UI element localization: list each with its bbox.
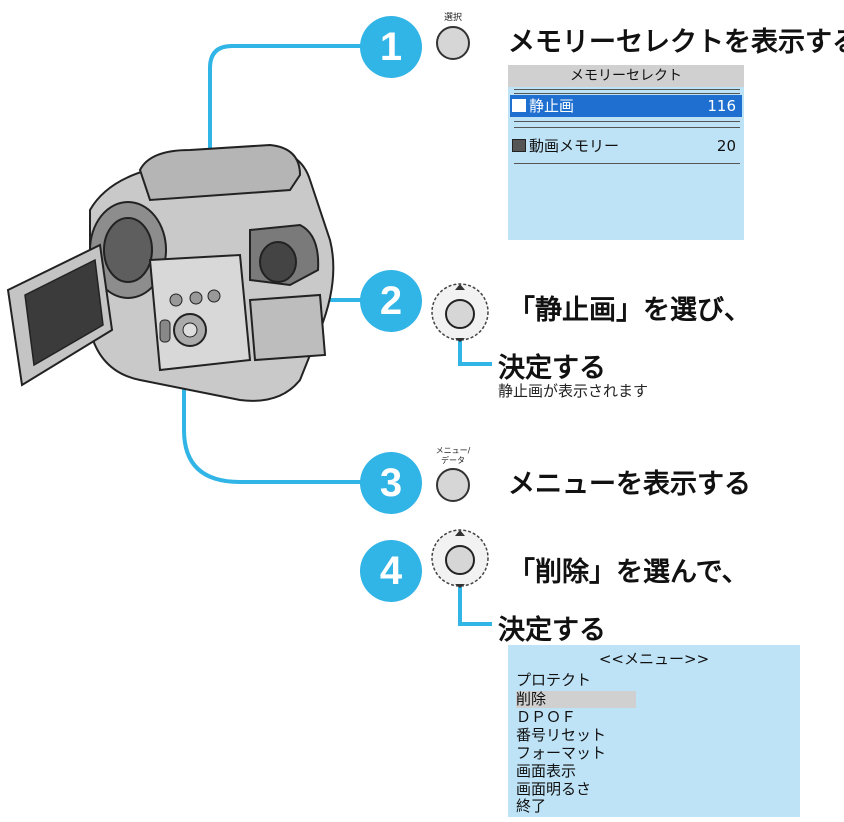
step-4-badge: 4 xyxy=(360,540,422,602)
menu-item-protect[interactable]: プロテクト xyxy=(516,671,592,689)
menu-item-number-reset[interactable]: 番号リセット xyxy=(516,726,607,744)
menu-item-dpof[interactable]: ＤＰＯＦ xyxy=(516,708,577,726)
set-lever-icon[interactable] xyxy=(428,280,492,344)
menu-screen: <<メニュー>> プロテクト 削除 ＤＰＯＦ 番号リセット フォーマット 画面表… xyxy=(508,645,800,817)
memory-select-screen: メモリーセレクト 静止画 116 動画メモリー 20 xyxy=(508,65,744,240)
menu-item-delete[interactable]: 削除 xyxy=(516,691,636,708)
menu-item-format[interactable]: フォーマット xyxy=(516,744,607,762)
menu-item-brightness[interactable]: 画面明るさ xyxy=(516,780,592,798)
camcorder-image xyxy=(6,143,335,402)
still-image-icon xyxy=(512,99,526,112)
select-button[interactable] xyxy=(436,26,470,60)
select-button-label: 選択 xyxy=(443,13,462,23)
confirm-line-4 xyxy=(458,576,492,626)
memory-row-count: 116 xyxy=(707,97,736,115)
menu-button-label-line1: メニュー/ xyxy=(435,446,471,455)
video-memory-icon xyxy=(512,139,526,152)
set-lever-icon[interactable] xyxy=(428,526,492,590)
divider xyxy=(514,127,740,128)
memory-row-count: 20 xyxy=(716,137,736,155)
menu-button-label-line2: データ xyxy=(441,456,465,465)
step-1-badge: 1 xyxy=(360,16,422,78)
step-3-badge: 3 xyxy=(360,452,422,514)
memory-row-video[interactable]: 動画メモリー 20 xyxy=(510,135,742,157)
callout-line-1 xyxy=(208,44,362,300)
step-3-heading: メニューを表示する xyxy=(508,469,751,500)
step-4-heading: 「削除」を選んで、 xyxy=(508,557,749,588)
confirm-line-2 xyxy=(458,332,492,366)
step-4-confirm: 決定する xyxy=(498,615,606,646)
divider xyxy=(514,163,740,164)
step-2-heading: 「静止画」を選び、 xyxy=(508,295,751,326)
menu-data-button[interactable] xyxy=(436,468,470,502)
step-2-badge: 2 xyxy=(360,270,422,332)
menu-title: <<メニュー>> xyxy=(598,650,710,668)
memory-select-title: メモリーセレクト xyxy=(508,65,744,87)
memory-row-still[interactable]: 静止画 116 xyxy=(510,95,742,117)
divider xyxy=(514,93,740,94)
menu-item-exit[interactable]: 終了 xyxy=(516,797,547,815)
divider xyxy=(514,121,740,122)
memory-row-label: 静止画 xyxy=(529,97,575,115)
step-1-heading: メモリーセレクトを表示する xyxy=(508,27,844,58)
memory-row-label: 動画メモリー xyxy=(529,137,620,155)
menu-item-display[interactable]: 画面表示 xyxy=(516,762,577,780)
step-2-note: 静止画が表示されます xyxy=(498,382,649,400)
divider xyxy=(514,89,740,90)
step-2-confirm: 決定する xyxy=(498,353,606,384)
menu-button-label: メニュー/ データ xyxy=(430,446,476,466)
callout-line-3 xyxy=(182,310,362,484)
